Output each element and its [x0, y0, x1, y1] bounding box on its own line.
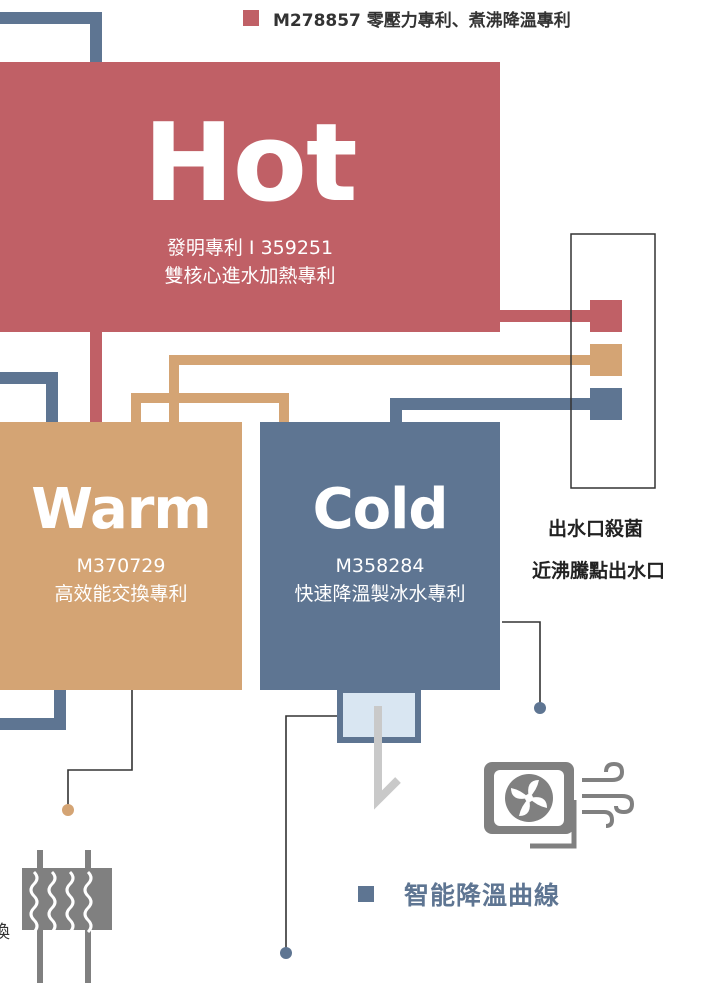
cropped-label: 換 [0, 922, 10, 943]
hot-patent-name: 雙核心進水加熱專利 [164, 265, 336, 287]
cold-patent-number: M358284 [335, 555, 425, 577]
outlet-label-2: 近沸騰點出水口 [532, 560, 666, 582]
cold-tank: Cold M358284 快速降溫製冰水專利 [260, 422, 500, 690]
warm-pipes [131, 355, 594, 422]
warm-outlet [590, 344, 622, 376]
cold-pipes [0, 12, 594, 730]
warm-leader-dot [62, 804, 74, 816]
bottom-leader-dot [280, 947, 292, 959]
faucet-icon [337, 687, 421, 810]
hot-tank: Hot 發明專利 I 359251 雙核心進水加熱專利 [0, 62, 500, 332]
legend-text: M278857 零壓力專利、煮沸降溫專利 [273, 10, 571, 31]
outlet-panel [570, 233, 656, 489]
cooling-curve-label: 智能降溫曲線 [358, 878, 560, 910]
cold-patent-name: 快速降溫製冰水專利 [294, 583, 466, 605]
warm-tank: Warm M370729 高效能交換專利 [0, 422, 242, 690]
leader-lines [67, 621, 541, 950]
curve-text: 智能降溫曲線 [404, 881, 561, 910]
wind-icon [582, 761, 635, 828]
hot-outlet [590, 300, 622, 332]
cold-title: Cold [312, 477, 449, 542]
warm-patent-number: M370729 [76, 555, 166, 577]
hot-title: Hot [143, 101, 357, 226]
heat-exchanger-icon [22, 850, 112, 983]
patent-legend: M278857 零壓力專利、煮沸降溫專利 [243, 4, 571, 32]
legend-swatch [243, 10, 259, 26]
hot-pipes [90, 310, 594, 422]
warm-title: Warm [31, 477, 212, 542]
curve-swatch [358, 886, 374, 902]
fan-icon [484, 761, 635, 849]
hot-patent-number: 發明專利 I 359251 [166, 237, 334, 259]
warm-patent-name: 高效能交換專利 [54, 583, 188, 605]
outlet-label-1: 出水口殺菌 [548, 518, 644, 540]
cold-outlet [590, 388, 622, 420]
cold-leader-dot [534, 702, 546, 714]
